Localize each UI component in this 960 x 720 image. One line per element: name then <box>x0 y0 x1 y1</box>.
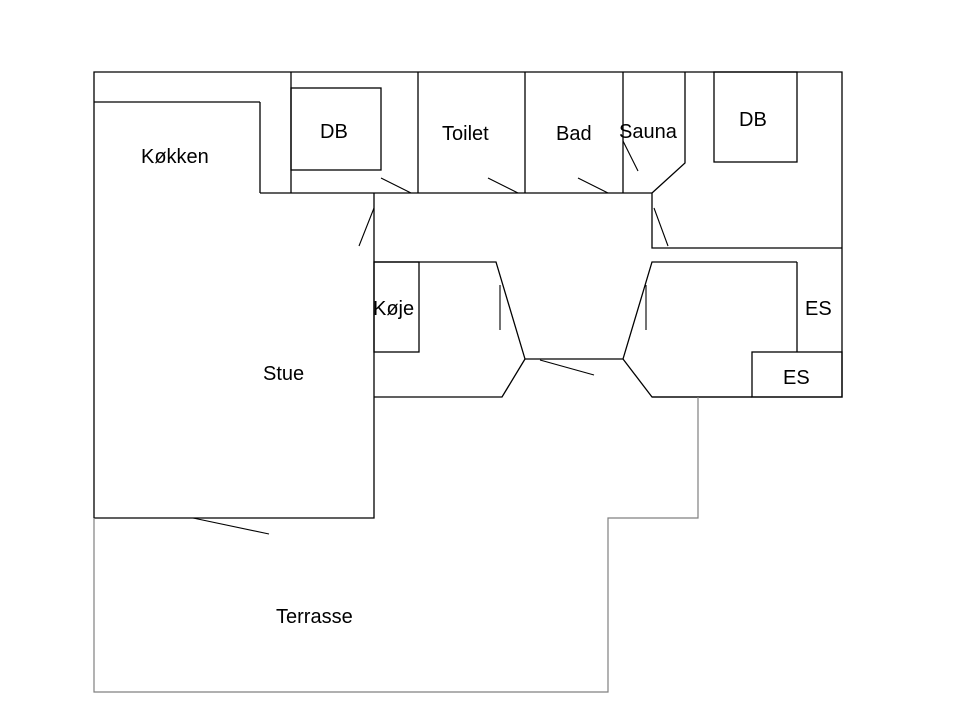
terrace-outline <box>93 397 699 693</box>
label-toilet: Toilet <box>442 123 489 145</box>
room-labels: Køkken DB Toilet Bad Sauna DB Køje Stue … <box>141 109 832 628</box>
label-living: Stue <box>263 363 304 385</box>
label-kitchen: Køkken <box>141 146 209 168</box>
label-es-upper: ES <box>805 298 832 320</box>
label-sauna: Sauna <box>619 121 678 143</box>
label-es-lower: ES <box>783 367 810 389</box>
label-terrace: Terrasse <box>276 606 353 628</box>
door-swings <box>192 140 669 535</box>
living-room-walls <box>94 193 843 519</box>
label-bunk: Køje <box>373 298 414 320</box>
top-room-walls <box>290 71 842 249</box>
label-db-right: DB <box>739 109 767 131</box>
label-bath: Bad <box>556 123 592 145</box>
label-db-left: DB <box>320 121 348 143</box>
